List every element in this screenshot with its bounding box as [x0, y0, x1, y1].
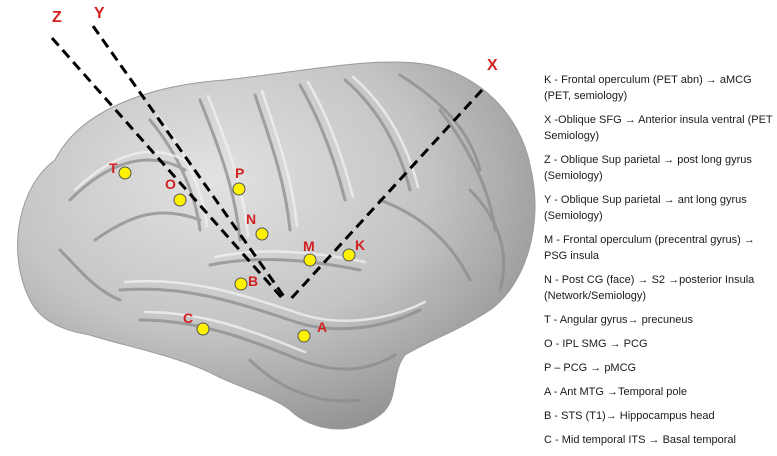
point-k-marker — [342, 248, 356, 262]
point-a-marker — [297, 329, 311, 343]
trajectory-label-y: Y — [94, 5, 105, 22]
legend-item-o: O - IPL SMG → PCG — [544, 338, 648, 350]
point-label-c: C — [183, 310, 193, 326]
point-label-p: P — [235, 165, 244, 181]
legend-item-n: N - Post CG (face) → S2 →posterior Insul… — [544, 274, 755, 302]
legend-item-z: Z - Oblique Sup parietal → post long gyr… — [544, 154, 752, 182]
legend-item-b: B - STS (T1)→ Hippocampus head — [544, 410, 715, 422]
legend-item-x: X -Oblique SFG → Anterior insula ventral… — [544, 114, 773, 142]
brain-surface — [17, 61, 536, 430]
trajectory-label-z: Z — [52, 9, 62, 26]
point-label-n: N — [246, 211, 256, 227]
point-label-t: T — [109, 160, 118, 176]
legend-item-c: C - Mid temporal ITS → Basal temporal — [544, 434, 736, 446]
legend-item-k: K - Frontal operculum (PET abn) → aMCG (… — [544, 74, 752, 102]
legend-item-y: Y - Oblique Sup parietal → ant long gyru… — [544, 194, 747, 222]
point-label-o: O — [165, 176, 176, 192]
point-n-marker — [255, 227, 269, 241]
point-label-m: M — [303, 238, 315, 254]
point-label-b: B — [248, 273, 258, 289]
point-m-marker — [303, 253, 317, 267]
point-label-k: K — [355, 237, 365, 253]
point-p-marker — [232, 182, 246, 196]
point-b-marker — [234, 277, 248, 291]
trajectory-lines — [50, 25, 484, 304]
point-o-marker — [173, 193, 187, 207]
trajectory-label-x: X — [487, 57, 498, 74]
point-t-marker — [118, 166, 132, 180]
legend-item-p: P – PCG → pMCG — [544, 362, 637, 374]
target-points — [118, 166, 356, 343]
legend: K - Frontal operculum (PET abn) → aMCG (… — [544, 72, 774, 456]
legend-item-m: M - Frontal operculum (precentral gyrus)… — [544, 234, 755, 262]
point-label-a: A — [317, 319, 327, 335]
legend-item-a: A - Ant MTG →Temporal pole — [544, 386, 688, 398]
legend-item-t: T - Angular gyrus→ precuneus — [544, 314, 693, 326]
trajectory-y-line — [91, 25, 287, 299]
trajectory-z-line — [50, 37, 284, 299]
point-c-marker — [196, 322, 210, 336]
